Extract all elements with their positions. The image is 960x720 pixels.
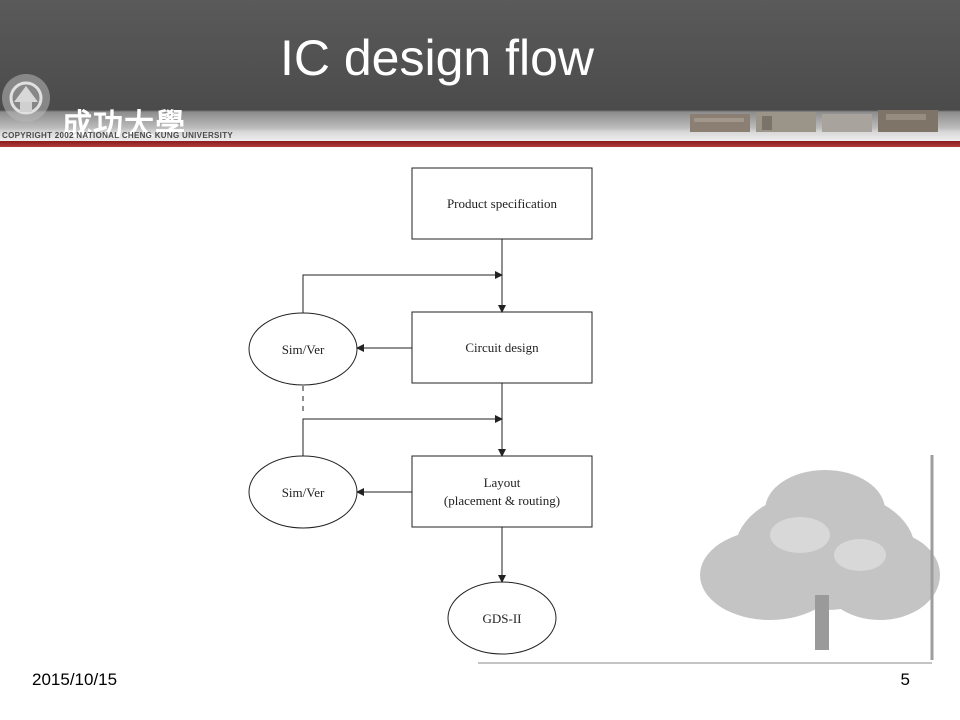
- sim-ver-label-2: Sim/Ver: [282, 485, 325, 500]
- layout-node: Layout (placement & routing): [411, 455, 593, 528]
- slide-title: IC design flow: [279, 30, 595, 86]
- sim-ver-node-1: Sim/Ver: [248, 312, 358, 386]
- campus-photos: [690, 110, 938, 132]
- product-spec-node: Product specification: [411, 167, 593, 240]
- sim-ver-node-2: Sim/Ver: [248, 455, 358, 529]
- feedback-line-1: [302, 271, 503, 313]
- footer-date: 2015/10/15: [32, 670, 118, 689]
- feedback-line-2: [302, 415, 503, 456]
- gds-node: GDS-II: [447, 581, 557, 655]
- sim-ver-label-1: Sim/Ver: [282, 342, 325, 357]
- ic-design-flow-diagram: Product specification Circuit design Lay…: [248, 167, 593, 655]
- circuit-design-node: Circuit design: [411, 311, 593, 384]
- page-number: 5: [900, 670, 910, 689]
- layout-label: Layout: [484, 475, 521, 490]
- product-spec-label: Product specification: [447, 196, 558, 211]
- header-stripe: [0, 141, 960, 147]
- copyright-text: COPYRIGHT 2002 NATIONAL CHENG KUNG UNIVE…: [2, 131, 234, 140]
- university-name: 成功大學: [62, 108, 186, 143]
- tree-illustration: [478, 455, 940, 664]
- layout-sublabel: (placement & routing): [444, 493, 560, 508]
- circuit-design-label: Circuit design: [465, 340, 539, 355]
- gds-label: GDS-II: [483, 611, 522, 626]
- university-emblem-icon: [2, 74, 50, 122]
